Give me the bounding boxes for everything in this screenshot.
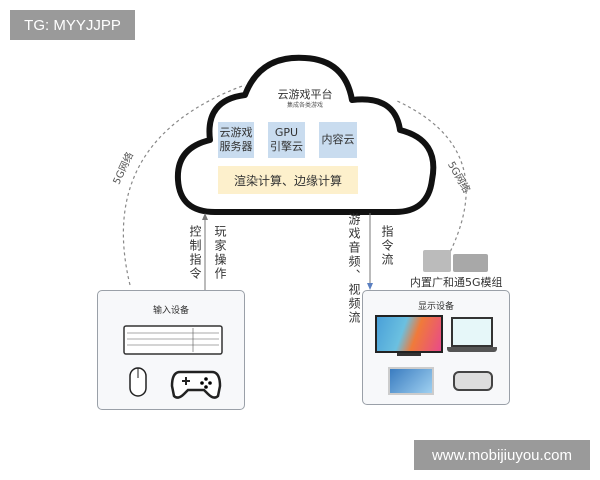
compute-bar: 渲染计算、边缘计算 xyxy=(218,166,358,194)
5g-module-image xyxy=(453,254,488,272)
tv-image xyxy=(375,315,443,353)
laptop-image xyxy=(451,317,493,347)
module-label: 内置广和通5G模组 xyxy=(410,276,503,289)
mouse-icon xyxy=(129,367,147,397)
cloud-title: 云游戏平台 xyxy=(277,88,333,101)
tv-stand xyxy=(397,353,421,356)
game-server-box: 云游戏服务器 xyxy=(218,122,254,158)
panel-title: 输入设备 xyxy=(152,306,189,316)
box-label: GPU xyxy=(274,126,299,139)
input-devices-panel: 输入设备 xyxy=(97,290,245,410)
display-devices-panel: 显示设备 xyxy=(362,290,510,405)
box-label: 内容云 xyxy=(321,133,355,146)
label-av-stream: 游戏音频、视频流 xyxy=(347,213,361,325)
content-cloud-box: 内容云 xyxy=(319,122,357,158)
box-label: 引擎云 xyxy=(270,140,303,153)
label-command-stream: 指令流 xyxy=(380,225,394,267)
label-control-commands: 控制指令 xyxy=(188,225,202,281)
cloud-subtitle: 集成各类游戏 xyxy=(286,102,323,109)
watermark-top: TG: MYYJJPP xyxy=(10,10,135,40)
link-left-arc xyxy=(122,84,246,286)
box-label: 服务器 xyxy=(219,140,253,153)
tablet-image xyxy=(388,367,434,395)
keyboard-icon xyxy=(123,325,223,355)
laptop-base xyxy=(447,347,497,352)
label-player-actions: 玩家操作 xyxy=(213,225,227,281)
gamepad-icon xyxy=(170,370,222,399)
watermark-bottom: www.mobijiuyou.com xyxy=(414,440,590,470)
5g-module-image xyxy=(423,250,451,272)
panel-title: 显示设备 xyxy=(417,302,454,312)
box-label: 云游戏 xyxy=(219,126,253,139)
vr-headset-image xyxy=(453,371,493,391)
link-right-arc xyxy=(394,99,467,263)
